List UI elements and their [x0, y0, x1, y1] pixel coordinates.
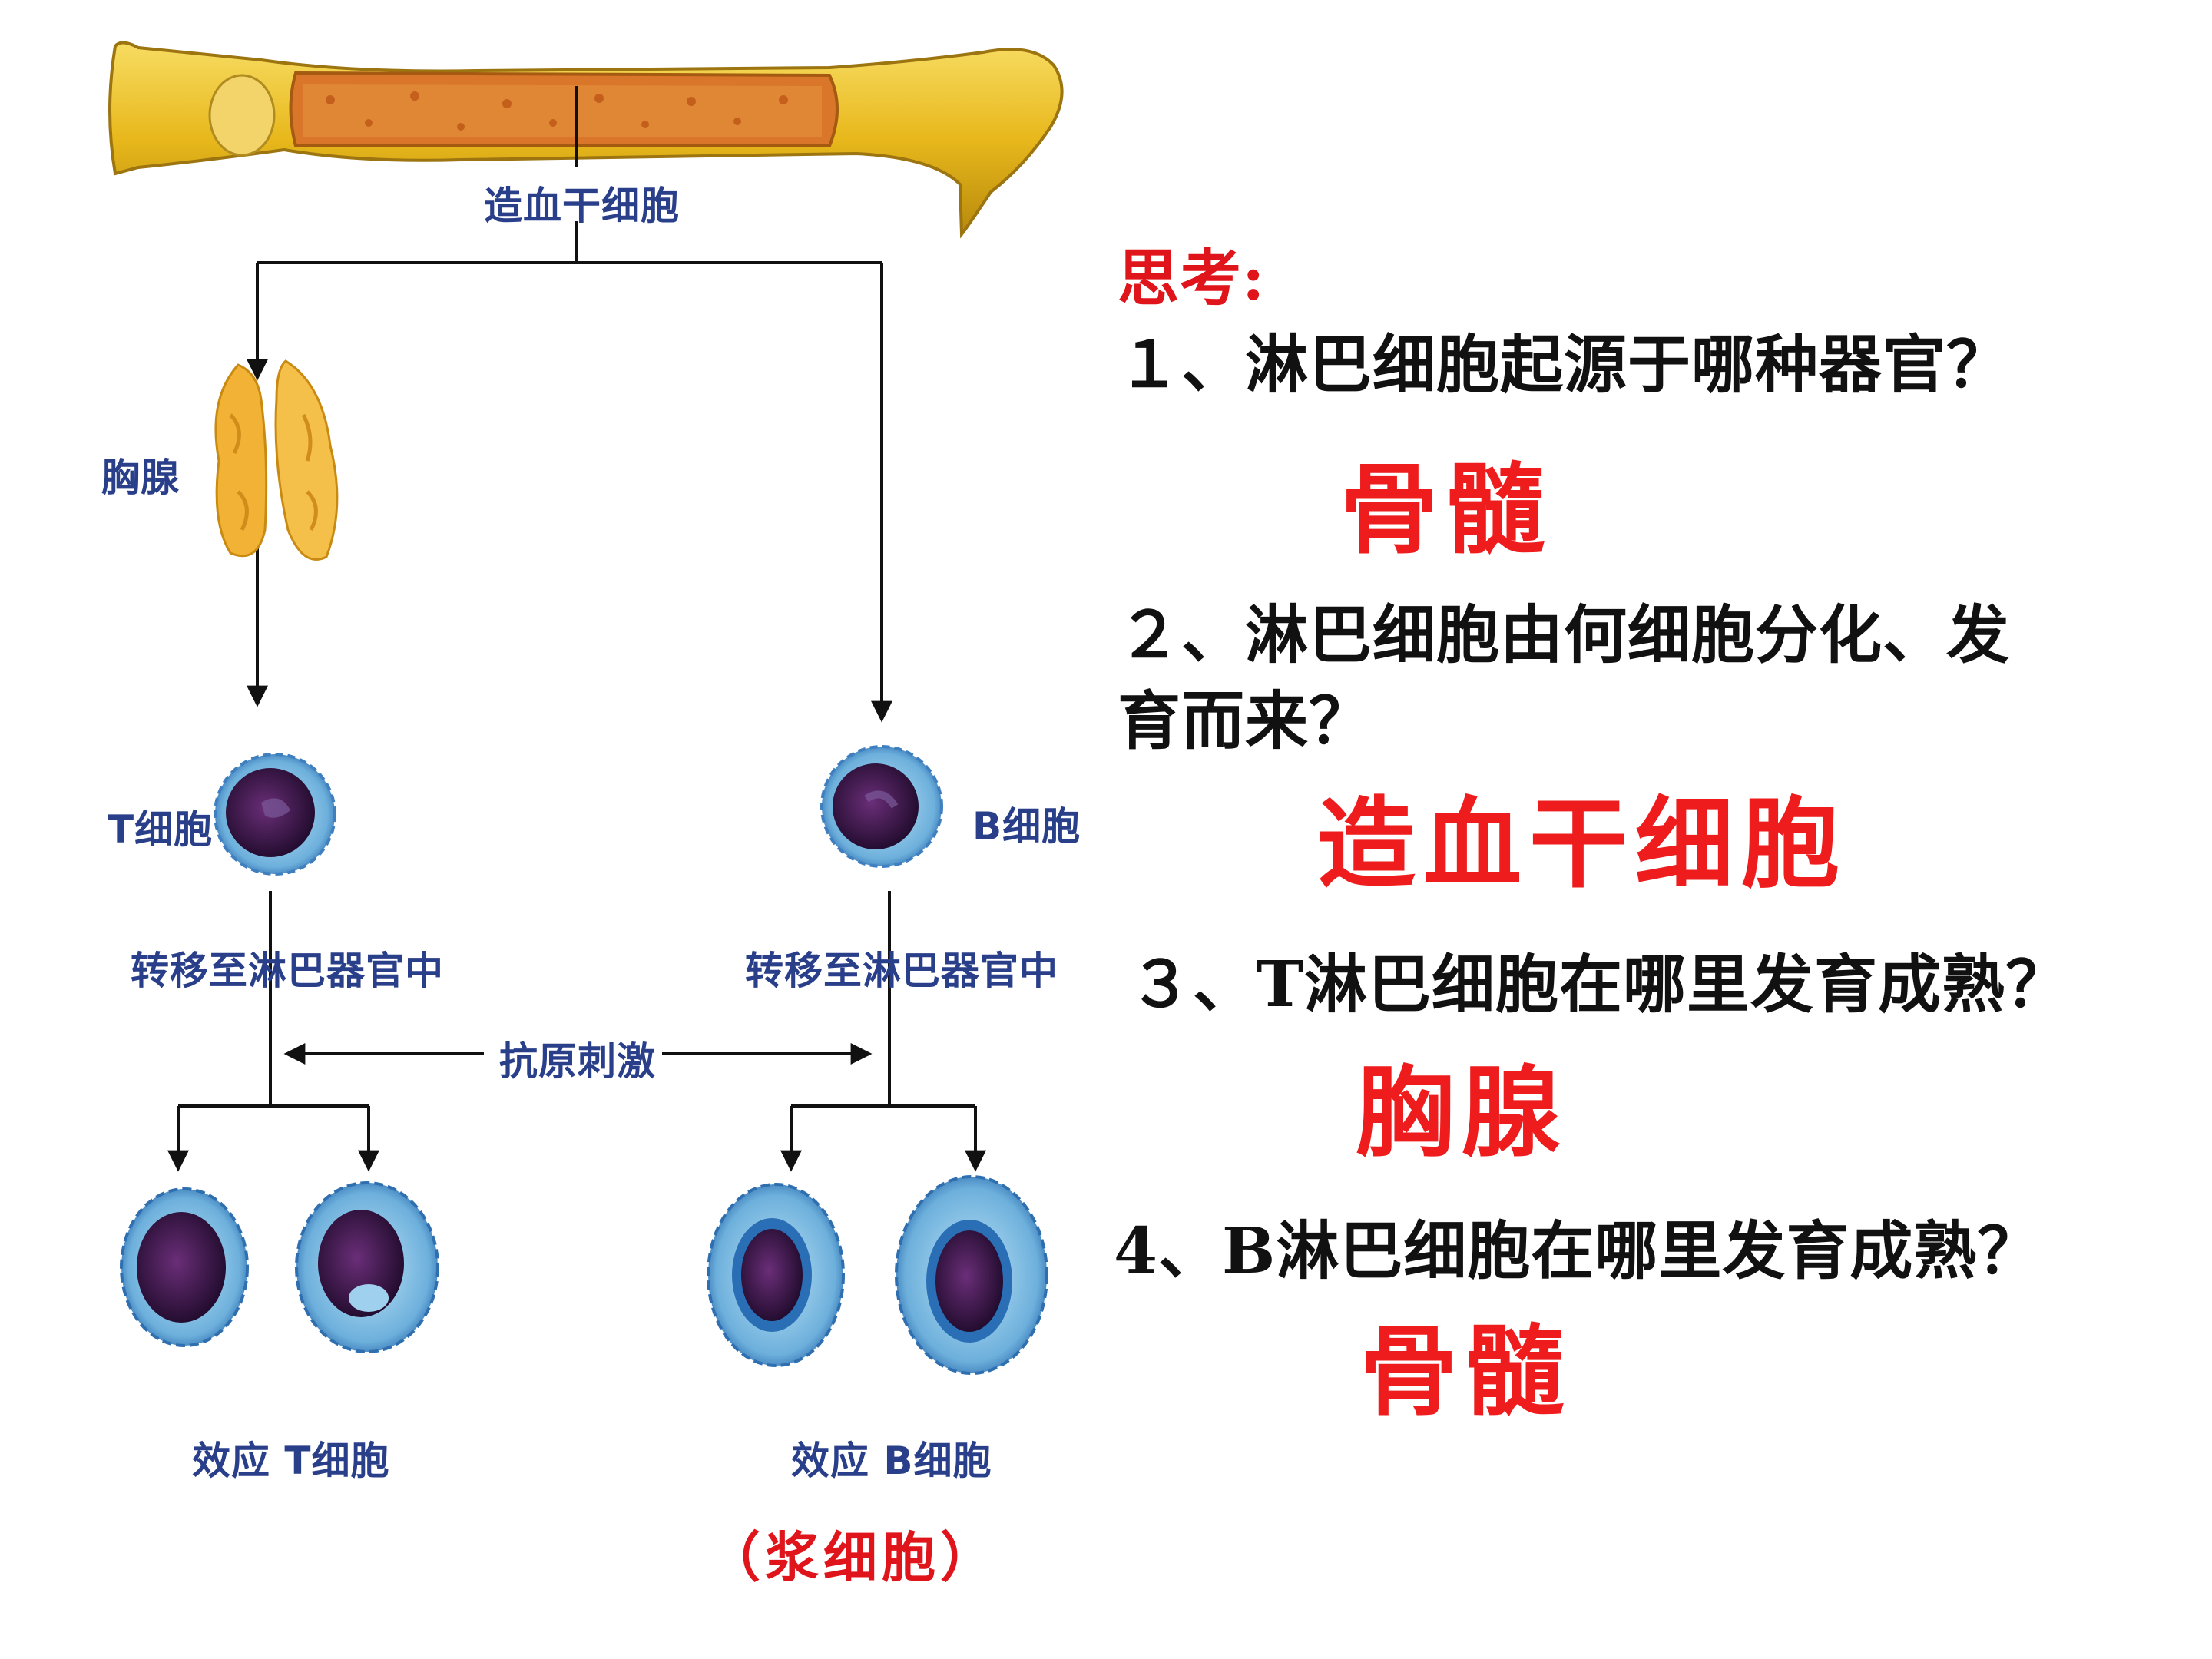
- question-1: １、淋巴细胞起源于哪种器官？: [1118, 328, 2011, 402]
- plasma-cell-label: （浆细胞）: [707, 1525, 998, 1589]
- question-4: 4、B淋巴细胞在哪里发育成熟？: [1114, 1214, 2041, 1288]
- answer-3: 胸腺: [1356, 1055, 1568, 1171]
- answer-1: 骨髓: [1340, 452, 1553, 568]
- effector-t-cell-1: [120, 1187, 249, 1347]
- lymphocyte-development-diagram: [108, 41, 1064, 1375]
- question-2-line-2: 育而来？: [1118, 684, 1373, 758]
- plasma-cell-2: [895, 1175, 1048, 1375]
- effector-t-cell-label: 效应 T细胞: [192, 1439, 390, 1483]
- thymus-label: 胸腺: [101, 455, 180, 500]
- plasma-cell-1: [707, 1183, 845, 1367]
- question-2-line-1: ２、淋巴细胞由何细胞分化、发: [1118, 598, 2011, 672]
- answer-2: 造血干细胞: [1317, 786, 1848, 902]
- t-cell-label: T细胞: [108, 807, 214, 852]
- t-migrate-label: 转移至淋巴器官中: [131, 949, 444, 993]
- stem-cell-label: 造血干细胞: [484, 184, 680, 228]
- connector-lines: [167, 86, 986, 1172]
- thymus-illustration: [214, 359, 339, 561]
- b-cell-label: B细胞: [972, 804, 1081, 849]
- question-3: ３、T淋巴细胞在哪里发育成熟？: [1129, 948, 2070, 1022]
- b-cell-illustration: [820, 745, 943, 868]
- effector-t-cell-2: [295, 1181, 439, 1353]
- think-heading: 思考:: [1118, 242, 1266, 314]
- t-cell-illustration: [214, 753, 336, 876]
- answer-4: 骨髓: [1359, 1314, 1572, 1429]
- b-migrate-label: 转移至淋巴器官中: [745, 949, 1058, 993]
- bone-illustration: [108, 41, 1064, 239]
- antigen-stimulation-label: 抗原刺激: [499, 1039, 656, 1084]
- effector-b-cell-label: 效应 B细胞: [791, 1439, 992, 1483]
